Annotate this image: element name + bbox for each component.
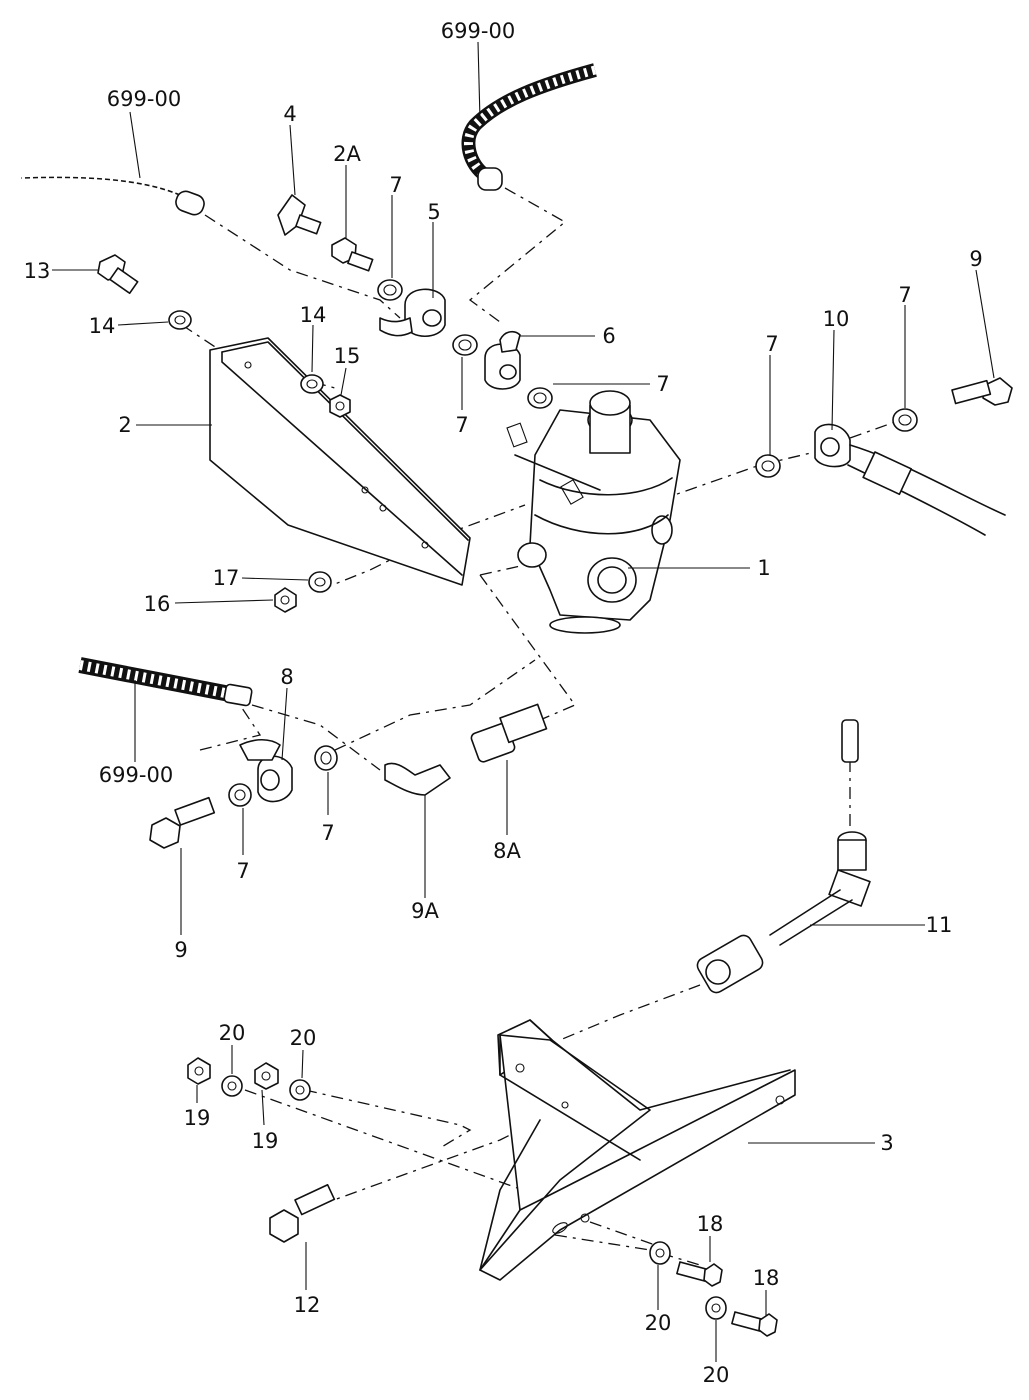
nut-15 [329,394,351,418]
part-20-label-d: 20 [703,1363,730,1387]
washer-17 [308,571,332,593]
part-5-label: 5 [427,200,440,224]
bolt-13 [97,254,139,295]
hose-lower-left [78,657,253,707]
part-9-label-bottom: 9 [174,938,187,962]
hose-ref-top-label: 699-00 [441,19,515,43]
washer-7-g [314,745,338,771]
part-16-label: 16 [144,592,171,616]
nut-19-b [254,1062,279,1090]
part-2-label: 2 [118,413,131,437]
part-14-label-a: 14 [89,314,116,338]
washer-20-c [649,1241,671,1265]
elbow-9A [384,762,451,796]
washer-7-a [377,279,403,301]
hose-ref-bottom-label: 699-00 [99,763,173,787]
part-10-label: 10 [823,307,850,331]
bolt-12 [269,1183,336,1243]
part-19-label-b: 19 [252,1129,279,1153]
part-13-label: 13 [24,259,51,283]
leader-lines [52,41,995,1362]
washer-7-f [228,783,252,807]
part-20-label-b: 20 [290,1026,317,1050]
banjo-10 [814,423,1006,536]
part-18-label-b: 18 [753,1266,780,1290]
washer-14-a [168,310,192,330]
washer-7-c [527,387,553,409]
part-9-label-top: 9 [969,247,982,271]
hose-left-top [21,172,205,216]
banjo-6 [484,330,521,390]
nut-16 [274,587,297,613]
part-7-label-c: 7 [656,372,669,396]
part-7-label-g: 7 [321,821,334,845]
fitting-4 [277,194,322,236]
part-9A-label: 9A [411,899,439,923]
washer-20-a [221,1075,243,1097]
bolt-18-b [731,1311,778,1337]
nut-19-a [187,1057,211,1085]
banjo-8 [239,738,293,803]
part-17-label: 17 [213,566,240,590]
part-15-label: 15 [334,344,361,368]
part-8A-label: 8A [493,839,521,863]
part-19-label-a: 19 [184,1106,211,1130]
washer-7-e [892,408,918,432]
part-7-label-d: 7 [765,332,778,356]
part-7-label-f: 7 [236,859,249,883]
part-11-label: 11 [926,913,953,937]
part-1-label: 1 [757,556,770,580]
part-7-label-b: 7 [455,413,468,437]
washer-20-b [289,1079,311,1101]
part-4-label: 4 [283,102,296,126]
washer-7-b [452,334,478,356]
bolt-9-top [951,377,1013,406]
part-7-label-a: 7 [389,173,402,197]
part-12-label: 12 [294,1293,321,1317]
washer-7-d [755,454,781,478]
callout-labels: 699-00 699-00 4 2A 7 5 9 13 7 10 14 14 6… [24,19,983,1387]
part-20-label-a: 20 [219,1021,246,1045]
bolt-9-bottom [149,796,216,849]
valve-1 [506,390,681,634]
bracket-2 [209,337,471,586]
washer-14-b [300,374,324,394]
washer-20-d [705,1296,727,1320]
banjo-5 [379,288,446,338]
part-6-label: 6 [602,324,615,348]
linkage-11 [696,719,871,994]
bolt-18-a [676,1261,723,1287]
part-14-label-b: 14 [300,303,327,327]
part-7-label-e: 7 [898,283,911,307]
hose-ref-left-label: 699-00 [107,87,181,111]
hose-right-top [461,63,597,191]
part-18-label-a: 18 [697,1212,724,1236]
fitting-8A [470,703,548,763]
part-2A-label: 2A [333,142,361,166]
part-20-label-c: 20 [645,1311,672,1335]
part-3-label: 3 [880,1131,893,1155]
part-8-label: 8 [280,665,293,689]
bolt-2A [331,237,374,272]
bracket-3 [479,1019,796,1281]
